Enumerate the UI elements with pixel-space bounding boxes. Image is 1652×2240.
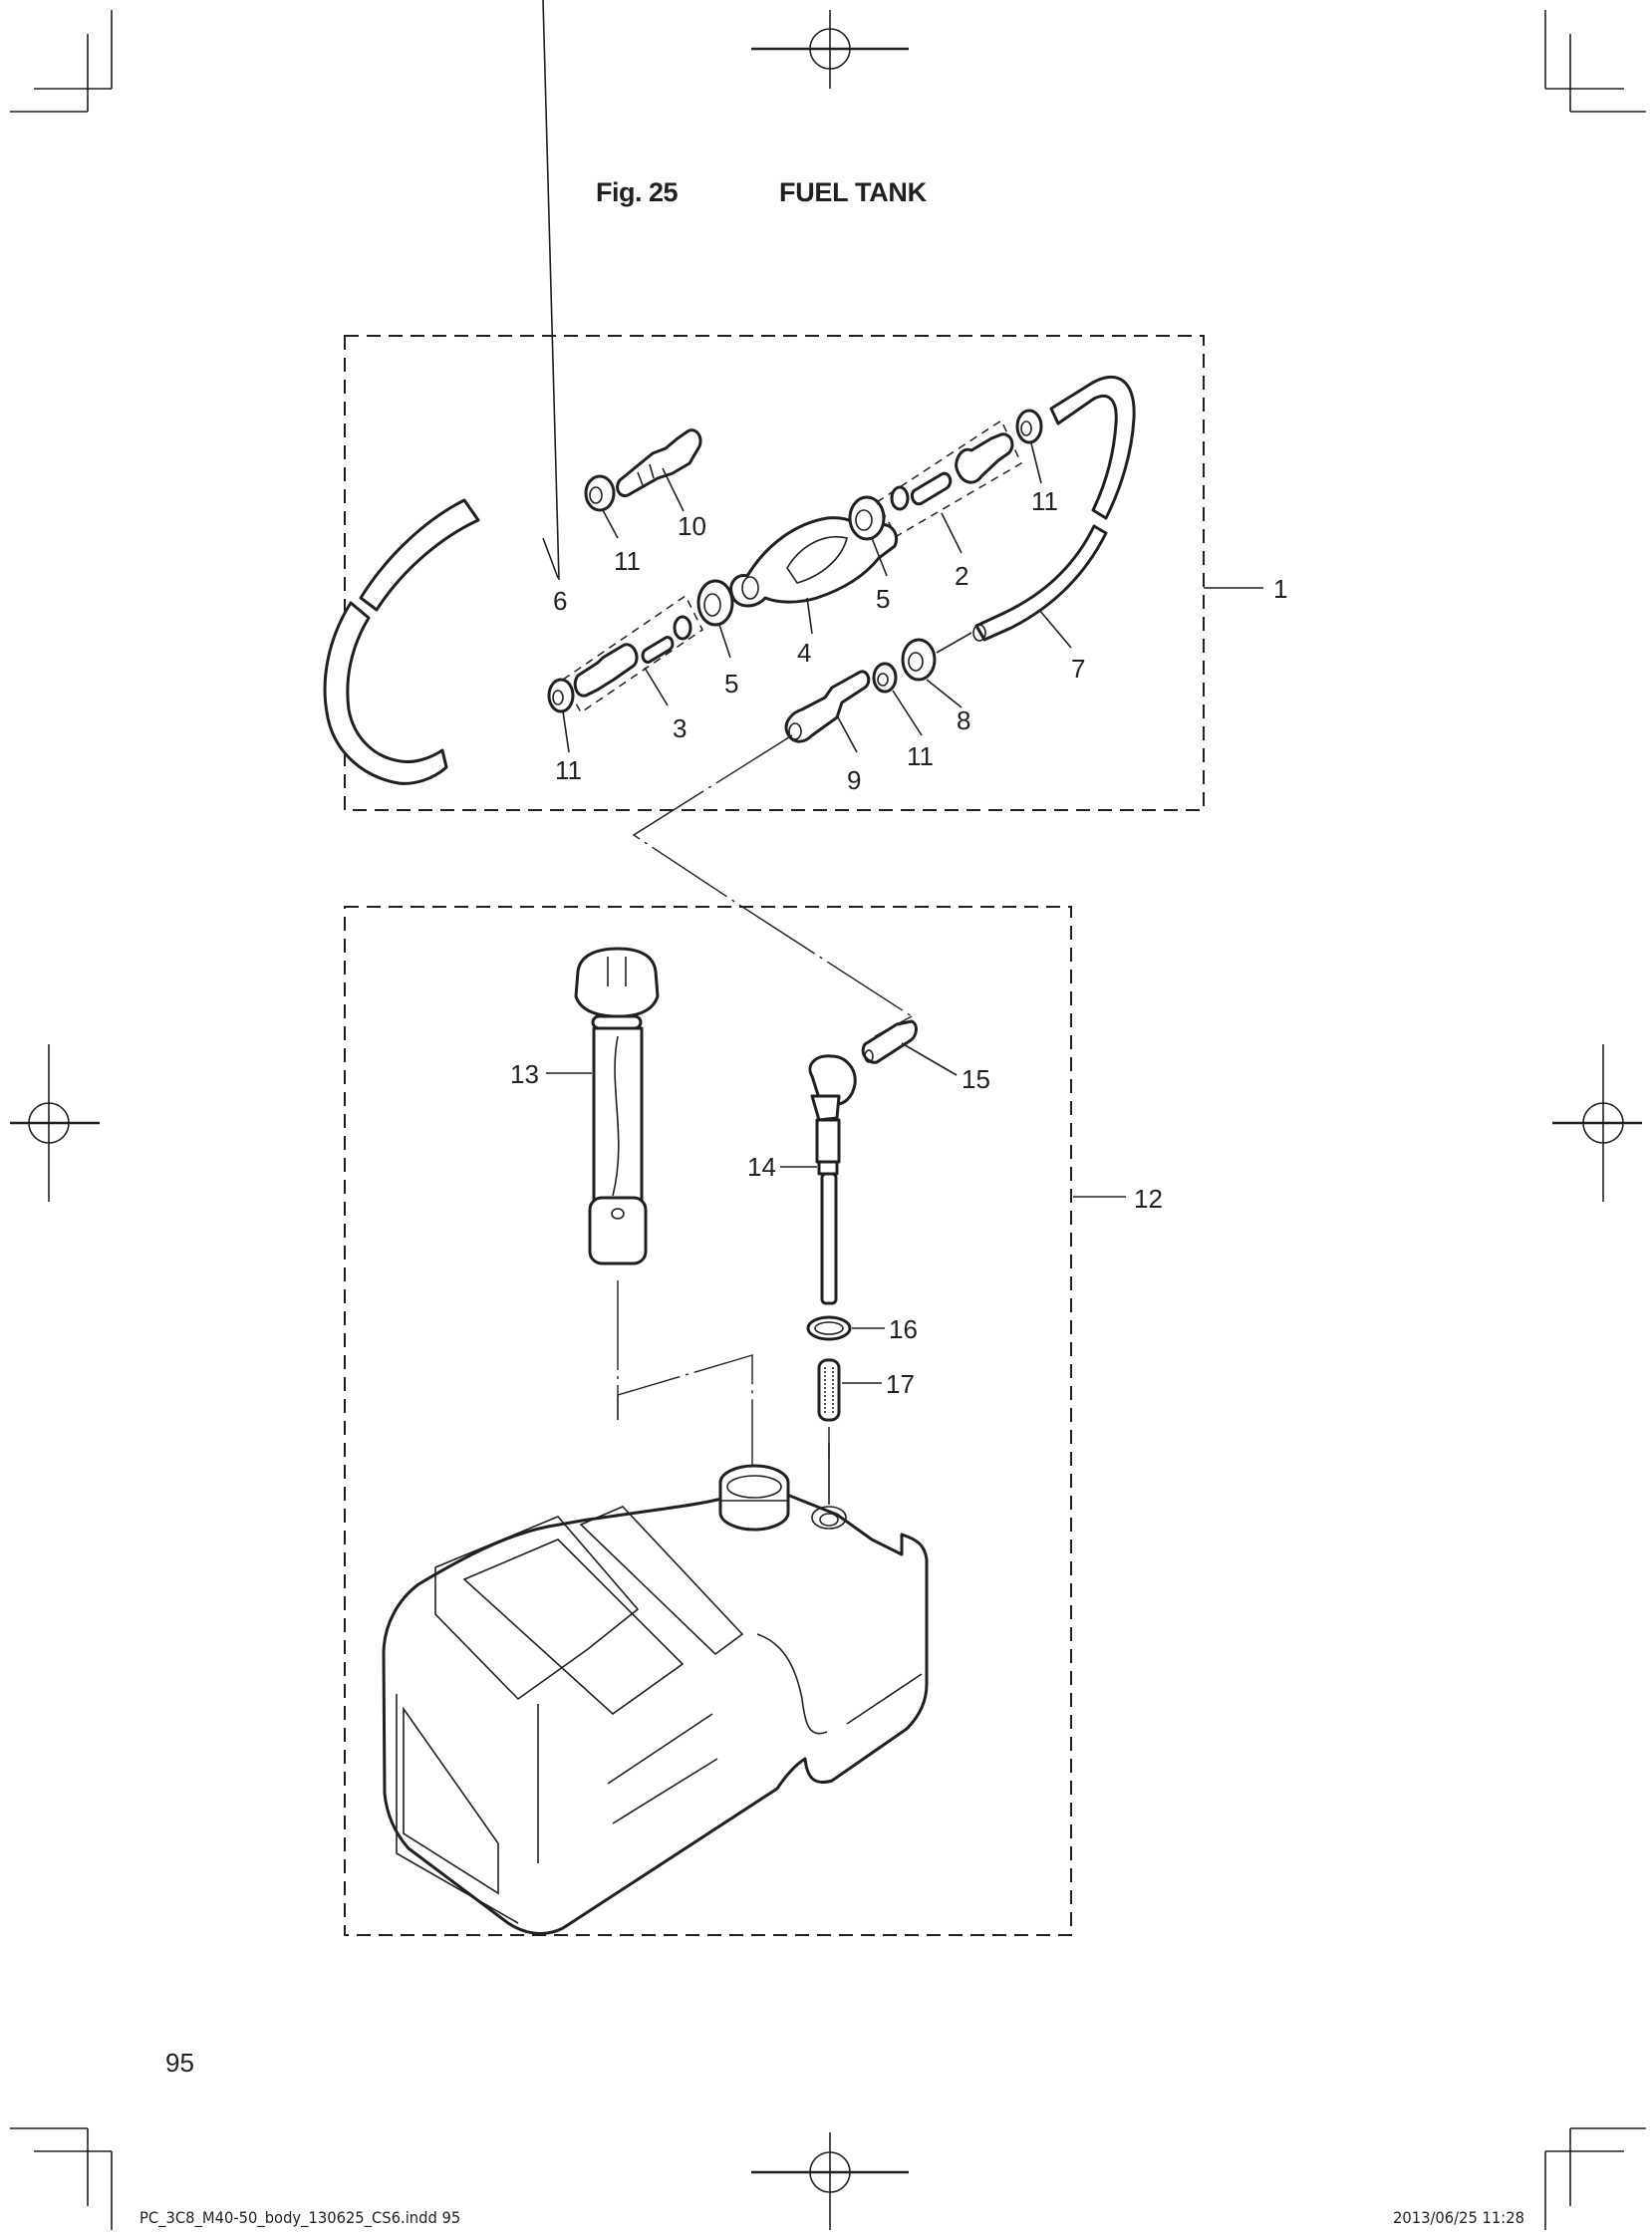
callout-9[interactable]: 9 — [847, 765, 861, 795]
callout-14[interactable]: 14 — [747, 1152, 776, 1182]
part-8-hose-clamp[interactable] — [901, 638, 937, 682]
callout-11-d[interactable]: 11 — [907, 741, 934, 771]
callout-7[interactable]: 7 — [1071, 654, 1085, 684]
part-15-tank-fitting[interactable] — [861, 1019, 918, 1064]
part-3-connector[interactable] — [573, 615, 692, 698]
callout-16[interactable]: 16 — [889, 1314, 918, 1344]
part-4-primer-bulb[interactable] — [729, 516, 898, 608]
part-5-hose-clamp-a[interactable] — [696, 579, 734, 627]
crop-mark-bottom-left — [10, 2127, 113, 2230]
callout-15[interactable]: 15 — [962, 1064, 990, 1094]
callout-3[interactable]: 3 — [673, 713, 687, 743]
part-11-hose-clip-a[interactable] — [584, 474, 616, 512]
part-11-hose-clip-b[interactable] — [547, 678, 575, 713]
part-3-connector-subgroup-box — [562, 594, 703, 714]
page-number: 95 — [165, 2048, 194, 2078]
tank-assembly-group-box — [344, 906, 1072, 1936]
crop-mark-bottom-right — [1544, 2127, 1646, 2230]
callout-5-a[interactable]: 5 — [724, 669, 738, 699]
callout-10[interactable]: 10 — [678, 511, 706, 541]
registration-target-left — [10, 1044, 100, 1202]
registration-target-right — [1552, 1044, 1642, 1202]
registration-target-top — [751, 10, 909, 89]
part-9-engine-connector[interactable] — [784, 670, 871, 743]
callout-4[interactable]: 4 — [797, 638, 811, 668]
callout-17[interactable]: 17 — [886, 1369, 915, 1399]
part-5-hose-clamp-b[interactable] — [848, 495, 886, 541]
crop-mark-top-left — [10, 10, 113, 113]
print-slug-date: 2013/06/25 11:28 — [1393, 2208, 1524, 2227]
callout-2[interactable]: 2 — [955, 561, 968, 591]
fuel-tank-body[interactable] — [382, 1464, 929, 1935]
part-2-connector[interactable] — [890, 432, 1014, 511]
callout-13[interactable]: 13 — [510, 1059, 539, 1089]
callout-11-a[interactable]: 11 — [614, 546, 641, 576]
part-6-fuel-hose[interactable] — [323, 498, 480, 785]
callout-11-b[interactable]: 11 — [555, 755, 582, 785]
figure-title: FUEL TANK — [779, 177, 927, 207]
callout-12[interactable]: 12 — [1134, 1184, 1163, 1214]
callout-8[interactable]: 8 — [957, 705, 970, 735]
part-10-hose-barb-connector[interactable] — [616, 428, 702, 498]
registration-target-bottom — [751, 2132, 909, 2230]
part-14-fuel-pickup[interactable] — [808, 1054, 857, 1305]
hose-assembly-group-box — [344, 335, 1205, 811]
callout-6[interactable]: 6 — [553, 586, 567, 616]
callout-1[interactable]: 1 — [1273, 574, 1287, 604]
callout-11-c[interactable]: 11 — [1031, 486, 1058, 516]
part-11-hose-clip-d[interactable] — [872, 662, 898, 694]
part-17-fuel-filter[interactable] — [817, 1358, 841, 1422]
callout-5-b[interactable]: 5 — [876, 584, 890, 614]
part-11-hose-clip-c[interactable] — [1015, 409, 1043, 444]
crop-mark-top-right — [1544, 10, 1646, 113]
part-16-o-ring[interactable] — [806, 1315, 852, 1341]
part-13-fuel-gauge[interactable] — [574, 947, 660, 1265]
figure-number: Fig. 25 — [596, 177, 679, 207]
connection-line-9-to-15 — [632, 734, 913, 1017]
part-7-fuel-hose[interactable] — [972, 375, 1136, 642]
part-2-connector-subgroup-box — [875, 419, 1022, 538]
print-slug-filename: PC_3C8_M40-50_body_130625_CS6.indd 95 — [139, 2208, 461, 2227]
